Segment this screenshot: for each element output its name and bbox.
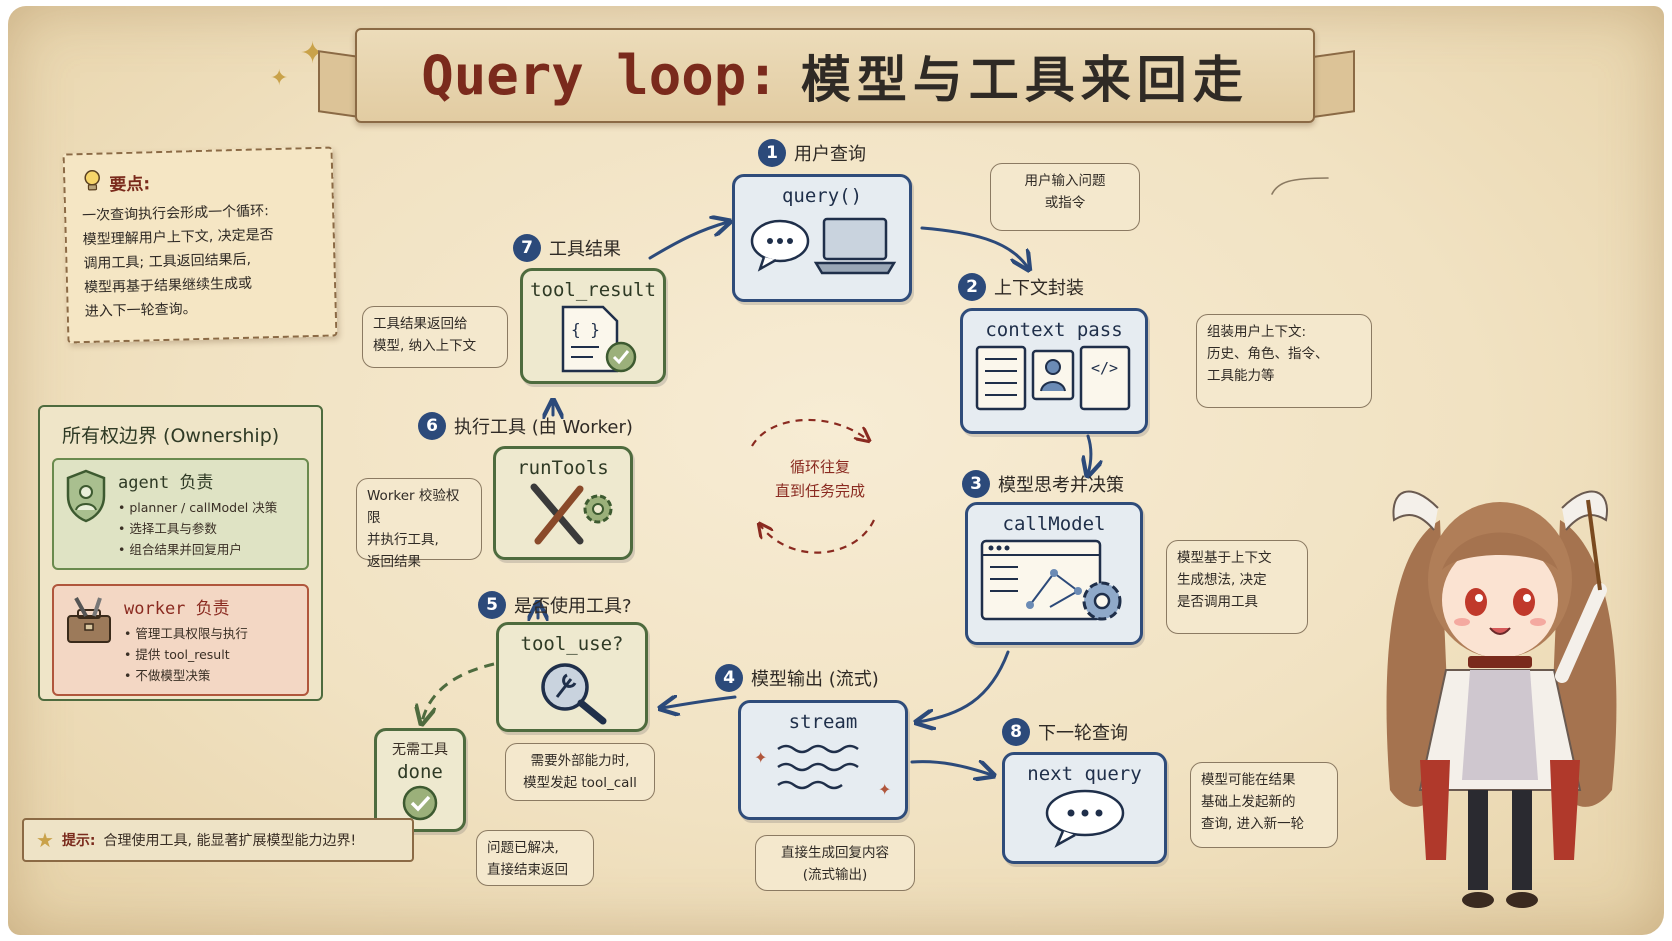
svg-text:{ }: { } xyxy=(571,320,600,339)
step-6-note: Worker 校验权限并执行工具,返回结果 xyxy=(356,478,482,570)
tool-use-box: tool_use? xyxy=(496,622,648,732)
title-cn: 模型与工具来回走 xyxy=(800,50,1249,109)
arrow-4-to-5 xyxy=(662,697,737,708)
title-en: Query loop: xyxy=(421,44,779,107)
runtools-box: runTools xyxy=(493,446,633,560)
keypoints-note: 要点: 一次查询执行会形成一个循环: 模型理解用户上下文, 决定是否 调用工具;… xyxy=(62,146,338,344)
magnifier-wrench-icon xyxy=(541,663,607,725)
tool-result-box: tool_result { } xyxy=(520,268,666,384)
done-note: 问题已解决,直接结束返回 xyxy=(476,830,594,886)
shield-user-icon xyxy=(64,468,108,560)
step-number: 1 xyxy=(758,139,786,167)
window-gear-icon xyxy=(980,539,1122,621)
done-label: 无需工具 xyxy=(392,742,448,758)
query-box: query() xyxy=(732,174,912,302)
step-7-note: 工具结果返回给模型, 纳入上下文 xyxy=(362,306,508,368)
sparkle-icon: ✦ xyxy=(270,66,289,91)
chat-laptop-icon xyxy=(750,217,897,275)
step-3-note: 模型基于上下文生成想法, 决定是否调用工具 xyxy=(1166,540,1308,634)
arrow-2-to-3 xyxy=(1088,434,1091,474)
callmodel-box: callModel xyxy=(965,502,1143,645)
step-number: 6 xyxy=(418,412,446,440)
tools-gear-icon xyxy=(530,483,613,545)
worker-title: worker 负责 xyxy=(124,599,230,619)
step-2-note: 组装用户上下文:历史、角色、指令、工具能力等 xyxy=(1196,314,1372,408)
worker-responsibility: worker 负责 • 管理工具权限与执行 • 提供 tool_result •… xyxy=(52,584,309,696)
tip-text: 合理使用工具, 能显著扩展模型能力边界! xyxy=(103,833,357,849)
toolbox-icon xyxy=(64,594,114,686)
loop-caption: 循环往复 直到任务完成 xyxy=(774,458,865,500)
agent-title: agent 负责 xyxy=(118,473,214,493)
done-box: 无需工具 done xyxy=(374,728,466,832)
step-number: 8 xyxy=(1002,718,1030,746)
ownership-panel: 所有权边界 (Ownership) agent 负责 • planner / c… xyxy=(38,405,323,701)
arrow-7-to-1 xyxy=(648,222,728,260)
lightbulb-icon xyxy=(81,169,104,199)
step-1-note: 用户输入问题或指令 xyxy=(990,163,1140,231)
loop-arc-bottom xyxy=(760,519,875,554)
step-5-note: 需要外部能力时,模型发起 tool_call xyxy=(505,743,655,801)
tip-bar: ★ 提示: 合理使用工具, 能显著扩展模型能力边界! xyxy=(22,818,414,862)
svg-text:✦: ✦ xyxy=(754,748,767,767)
step-4-note: 直接生成回复内容(流式输出) xyxy=(755,835,915,891)
step-number: 4 xyxy=(715,664,743,692)
keypoints-title: 要点: xyxy=(81,163,316,198)
agent-list: • planner / callModel 决策 • 选择工具与参数 • 组合结… xyxy=(118,500,278,557)
title-banner: Query loop: 模型与工具来回走 xyxy=(355,28,1315,123)
step-number: 2 xyxy=(958,273,986,301)
star-icon: ★ xyxy=(36,828,54,852)
mascot-character xyxy=(1386,490,1617,908)
step-number: 7 xyxy=(513,234,541,262)
next-query-box: next query xyxy=(1002,752,1167,864)
stream-box: stream ✦ ✦ xyxy=(738,700,908,820)
loop-arc-top xyxy=(751,418,868,447)
step-number: 3 xyxy=(962,470,990,498)
tip-label: 提示: xyxy=(61,833,96,849)
documents-icon: </> xyxy=(975,345,1131,411)
text-stream-icon: ✦ ✦ xyxy=(754,744,891,799)
chat-bubble-icon xyxy=(1045,789,1124,848)
worker-list: • 管理工具权限与执行 • 提供 tool_result • 不做模型决策 xyxy=(124,626,248,683)
check-circle-icon xyxy=(402,785,438,821)
step-number: 5 xyxy=(478,591,506,619)
svg-text:</>: </> xyxy=(1091,359,1118,377)
svg-text:✦: ✦ xyxy=(878,780,891,799)
agent-responsibility: agent 负责 • planner / callModel 决策 • 选择工具… xyxy=(52,458,309,570)
arrow-1-to-2 xyxy=(920,226,1028,268)
ownership-title: 所有权边界 (Ownership) xyxy=(62,425,280,447)
result-file-icon: { } xyxy=(561,305,637,373)
arrow-3-to-4 xyxy=(918,650,1010,722)
arrow-4-to-8 xyxy=(910,762,992,775)
context-pass-box: context pass </> xyxy=(960,308,1148,434)
arrow-5-to-done xyxy=(422,662,495,722)
callout-tail-1 xyxy=(1271,177,1329,195)
step-8-note: 模型可能在结果基础上发起新的查询, 进入新一轮 xyxy=(1190,762,1338,848)
